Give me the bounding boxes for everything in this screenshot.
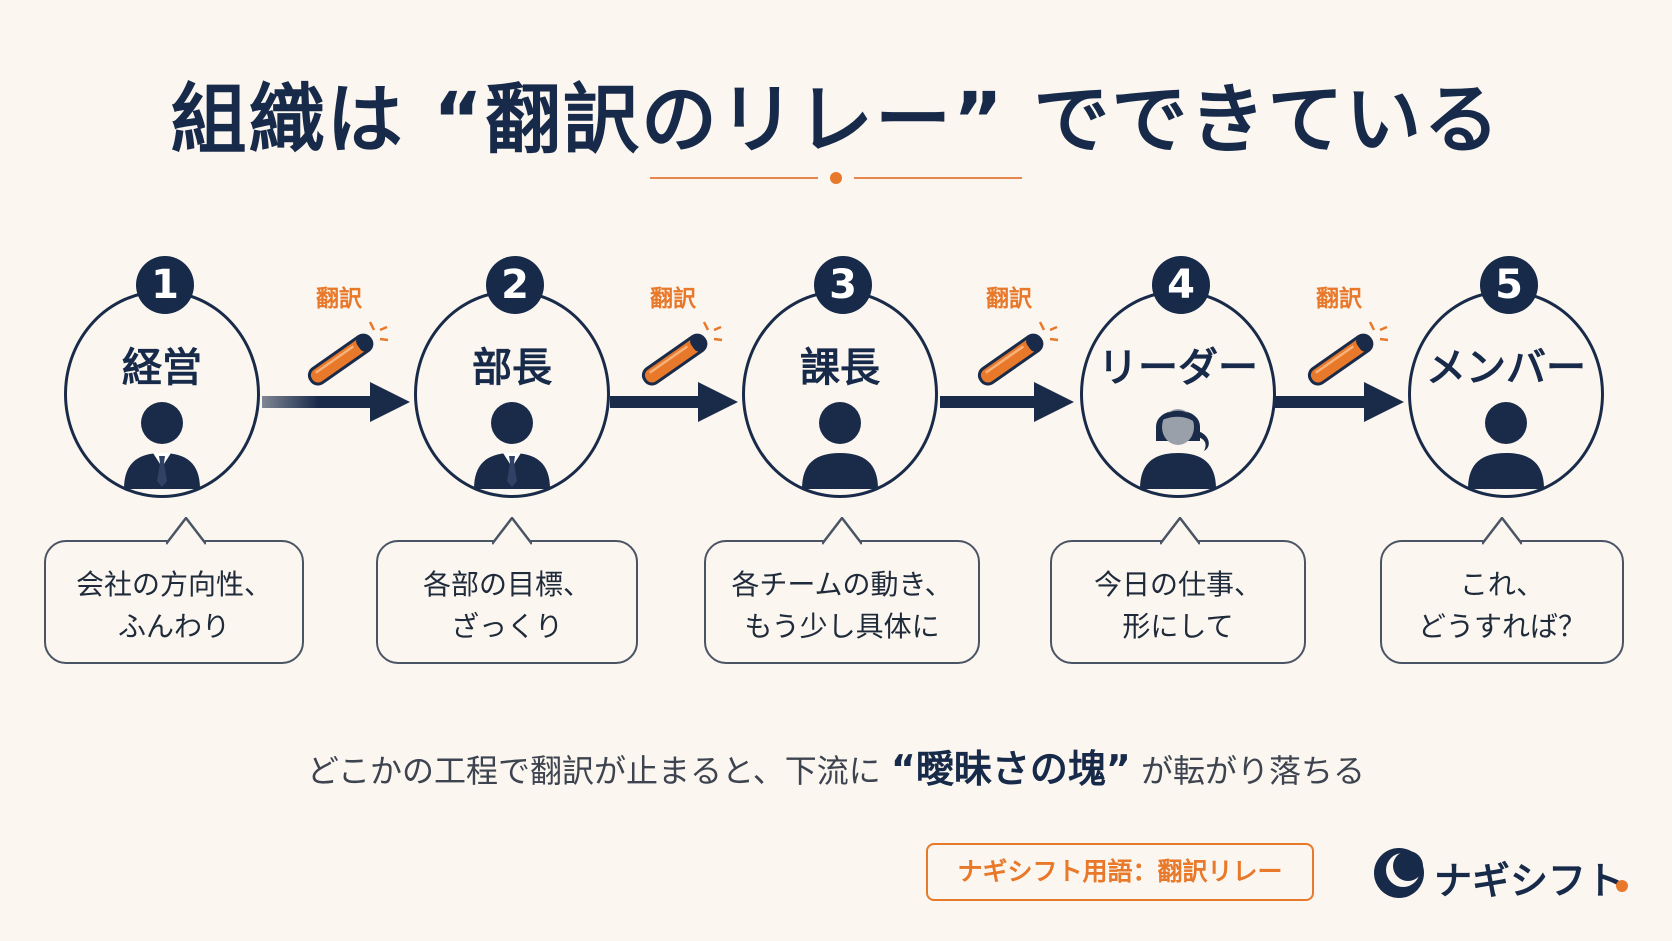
- logo-moon-icon: [1374, 848, 1424, 898]
- stage-5: 5 メンバー: [1408, 256, 1604, 498]
- arrow-right-icon: [262, 382, 410, 422]
- bubble-text-line: どうすれば？: [1417, 610, 1586, 643]
- speech-bubble: 会社の方向性、 ふんわり: [44, 517, 304, 664]
- person-icon: [802, 402, 878, 489]
- person-icon: [1468, 402, 1544, 489]
- brand-logo: ナギシフト: [1372, 844, 1634, 904]
- stage-2: 2 部長: [414, 256, 610, 498]
- bubble-text-line: 今日の仕事、: [1093, 568, 1262, 601]
- stage-number: 2: [486, 256, 544, 314]
- footnote: どこかの工程で翻訳が止まると、下流に “曖昧さの塊” が転がり落ちる: [0, 738, 1672, 793]
- person-suit-icon: [124, 402, 200, 489]
- divider-dot: [830, 172, 842, 184]
- arrow-right-icon: [940, 382, 1074, 422]
- person-suit-icon: [474, 402, 550, 489]
- speech-bubble: 今日の仕事、 形にして: [1050, 517, 1306, 664]
- stage-number: 1: [136, 256, 194, 314]
- bubble-text-line: 形にして: [1122, 610, 1234, 643]
- bubble-text-line: ざっくり: [450, 610, 563, 643]
- term-tag: ナギシフト用語：翻訳リレー: [926, 843, 1314, 901]
- bubble-text-line: 会社の方向性、: [75, 568, 272, 601]
- baton-icon: [1307, 321, 1389, 386]
- baton-icon: [641, 321, 723, 386]
- stage-label: 部長: [472, 345, 552, 391]
- person-woman-icon: [1140, 409, 1216, 489]
- speech-bubble: 各部の目標、 ざっくり: [376, 517, 638, 664]
- baton-label: 翻訳: [650, 286, 696, 312]
- stage-number: 5: [1480, 256, 1538, 314]
- stage-label: 課長: [800, 345, 880, 391]
- bubble-tail: [822, 517, 862, 545]
- logo-text: ナギシフト: [1434, 859, 1625, 903]
- bubble-text-line: 各チームの動き、: [731, 568, 953, 601]
- title-divider: [650, 168, 1022, 188]
- bubble-text-line: もう少し具体に: [744, 610, 940, 643]
- stage-1: 1 経営: [64, 256, 260, 498]
- bubble-tail: [1482, 517, 1522, 545]
- baton-icon: [977, 321, 1059, 386]
- footnote-emphasis: “曖昧さの塊”: [890, 747, 1131, 791]
- bubble-tail: [166, 517, 206, 545]
- stage-label: リーダー: [1098, 345, 1258, 391]
- bubble-text-line: 各部の目標、: [422, 568, 591, 601]
- stage-label: メンバー: [1426, 345, 1586, 391]
- baton-label: 翻訳: [1316, 286, 1362, 312]
- stage-label: 経営: [122, 345, 202, 391]
- baton-label: 翻訳: [316, 286, 362, 312]
- arrow-right-icon: [1272, 382, 1404, 422]
- arrow-right-icon: [610, 382, 738, 422]
- stage-4: 4 リーダー: [1080, 256, 1276, 498]
- page-title: 組織は “翻訳のリレー” でできている: [170, 75, 1502, 164]
- bubble-text-line: これ、: [1459, 568, 1545, 601]
- bubble-tail: [1160, 517, 1200, 545]
- stage-number: 3: [814, 256, 872, 314]
- speech-bubble: 各チームの動き、 もう少し具体に: [704, 517, 980, 664]
- baton-label: 翻訳: [986, 286, 1032, 312]
- stage-3: 3 課長: [742, 256, 938, 498]
- stage-number: 4: [1152, 256, 1210, 314]
- bubble-text-line: ふんわり: [117, 610, 230, 643]
- footnote-before: どこかの工程で翻訳が止まると、下流に: [306, 752, 891, 790]
- logo-dot: [1616, 880, 1628, 892]
- speech-bubble: これ、 どうすれば？: [1380, 517, 1624, 664]
- bubble-tail: [492, 517, 532, 545]
- baton-icon: [307, 321, 389, 386]
- footnote-after: が転がり落ちる: [1130, 752, 1366, 790]
